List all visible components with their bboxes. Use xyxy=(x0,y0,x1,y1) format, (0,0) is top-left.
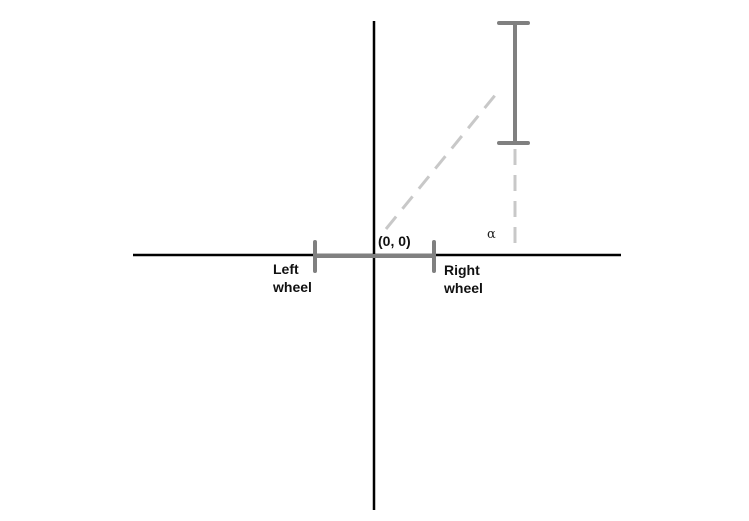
left-wheel-label-line1: Left xyxy=(273,261,299,277)
angle-alpha-label: α xyxy=(487,227,496,242)
robot-axle xyxy=(313,240,436,273)
right-wheel-label-line2: wheel xyxy=(443,280,483,296)
left-wheel-label-line2: wheel xyxy=(272,279,312,295)
dashed-diagonal-line xyxy=(384,87,503,230)
right-wheel-label-line1: Right xyxy=(444,262,480,278)
coordinate-axes xyxy=(133,21,621,510)
rotated-robot-axle xyxy=(497,21,530,145)
dashed-guides xyxy=(384,87,517,246)
origin-label: (0, 0) xyxy=(378,233,411,249)
